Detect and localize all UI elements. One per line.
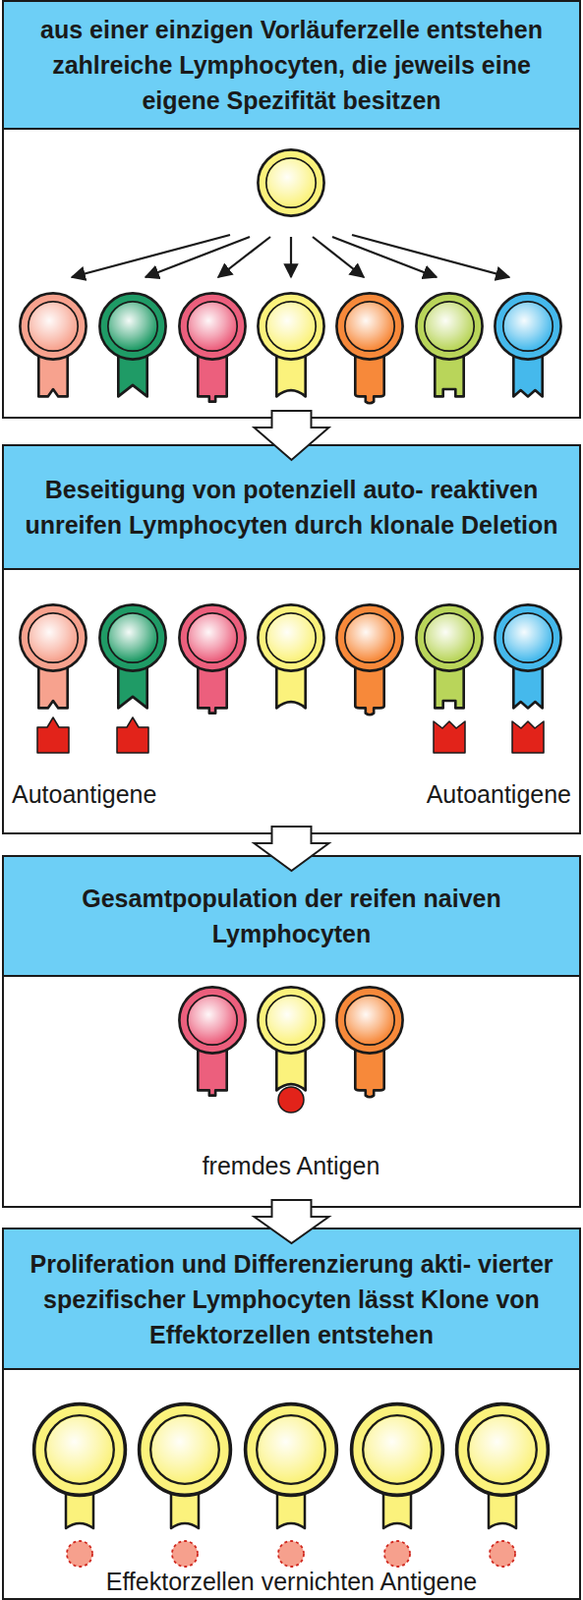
annotation-label: Effektorzellen vernichten Antigene — [3, 1567, 580, 1597]
header-text: Proliferation und Differenzierung akti- … — [15, 1246, 568, 1353]
header-text: Beseitigung von potenziell auto- reaktiv… — [15, 471, 568, 543]
section-box: Beseitigung von potenziell auto- reaktiv… — [1, 444, 582, 835]
header-band: Gesamtpopulation der reifen naiven Lymph… — [3, 857, 580, 978]
header-text: Gesamtpopulation der reifen naiven Lymph… — [15, 880, 568, 952]
header-band: Proliferation und Differenzierung akti- … — [3, 1229, 580, 1371]
header-band: aus einer einzigen Vorläuferzelle entste… — [3, 1, 580, 130]
header-band: Beseitigung von potenziell auto- reaktiv… — [3, 446, 580, 571]
annotation-label: fremdes Antigen — [45, 1151, 537, 1181]
annotation-label: Autoantigene — [354, 779, 572, 810]
section-box: aus einer einzigen Vorläuferzelle entste… — [1, 0, 582, 419]
section-box: Proliferation und Differenzierung akti- … — [1, 1227, 582, 1600]
annotation-label: Autoantigene — [11, 779, 229, 810]
header-text: aus einer einzigen Vorläuferzelle entste… — [15, 11, 568, 118]
